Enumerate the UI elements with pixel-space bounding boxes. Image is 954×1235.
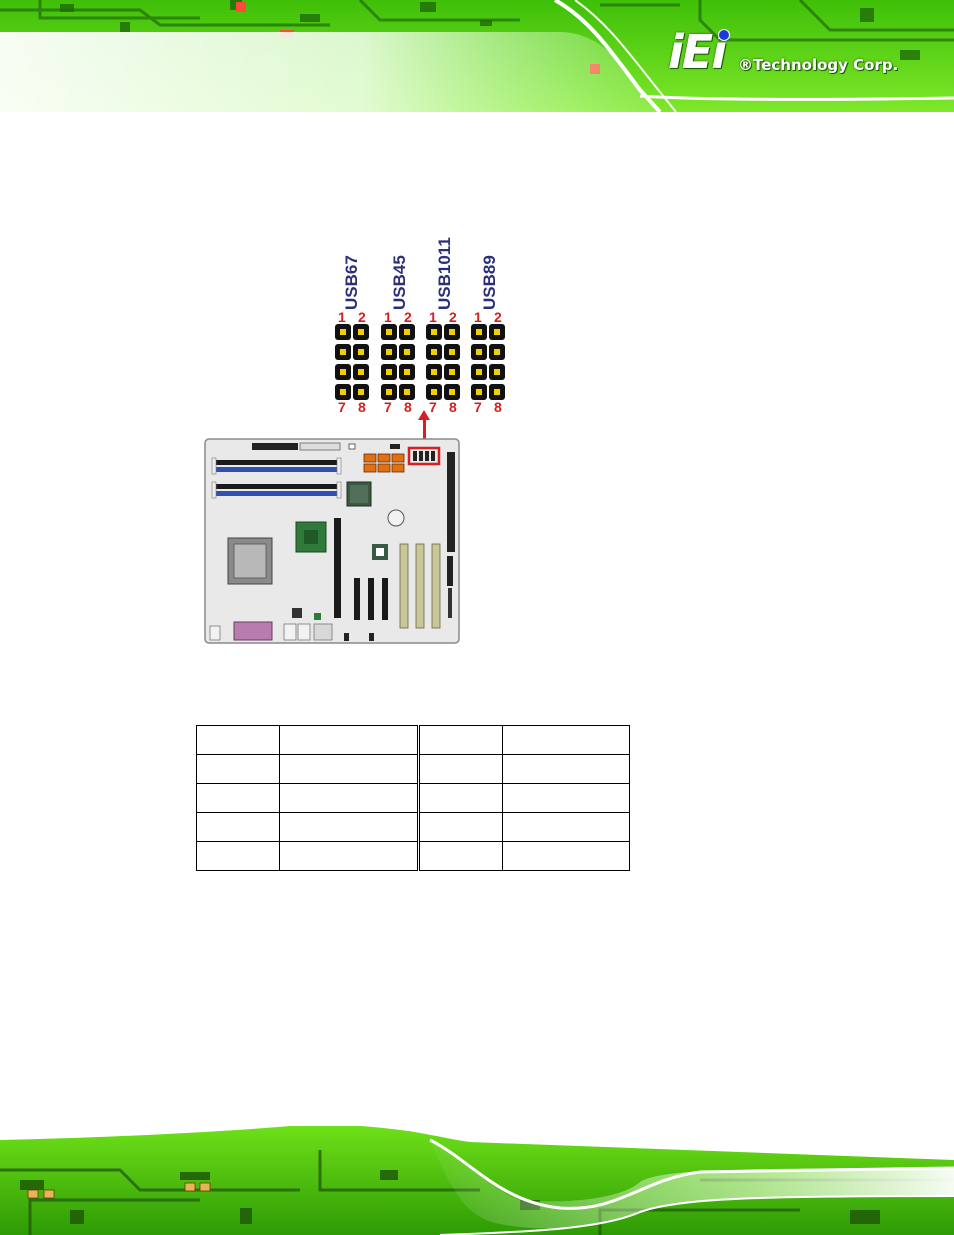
table-cell [196, 812, 280, 842]
table-cell [417, 841, 503, 871]
pin-number: 8 [358, 399, 366, 415]
header-label-usb45: USB45 [390, 255, 409, 310]
pin-number: 2 [358, 309, 366, 325]
page-header-banner: iEi ®Technology Corp. [0, 0, 954, 112]
circuit-board-banner [0, 0, 954, 112]
location-arrow-icon [418, 410, 430, 420]
location-arrow-line [423, 418, 426, 448]
header-label-usb67: USB67 [342, 255, 361, 310]
table-row [196, 841, 630, 871]
table-cell [279, 725, 419, 755]
pin-header-usb1011 [426, 324, 462, 400]
company-name: ®Technology Corp. [738, 56, 899, 74]
table-cell [196, 783, 280, 813]
table-cell [196, 725, 280, 755]
table-cell [417, 754, 503, 784]
table-row [196, 725, 630, 755]
table-cell [417, 812, 503, 842]
pin-number: 1 [474, 309, 482, 325]
pin-number: 1 [338, 309, 346, 325]
usb-connector-location-figure: USB67 USB45 USB1011 USB89 1 2 7 8 1 2 7 … [190, 220, 530, 650]
pin-number: 2 [404, 309, 412, 325]
table-cell [417, 783, 503, 813]
pinout-table [196, 725, 630, 871]
table-cell [279, 841, 419, 871]
pin-number: 7 [474, 399, 482, 415]
pin-header-usb67 [335, 324, 371, 400]
table-row [196, 783, 630, 813]
company-logo: iEi ®Technology Corp. [668, 26, 928, 82]
header-label-usb1011: USB1011 [435, 237, 454, 310]
logo-dot-icon [718, 29, 730, 41]
table-cell [502, 725, 630, 755]
header-label-usb89: USB89 [480, 255, 499, 310]
table-cell [279, 754, 419, 784]
circuit-board-banner [0, 1126, 954, 1235]
pin-number: 8 [494, 399, 502, 415]
table-cell [417, 725, 503, 755]
table-cell [502, 754, 630, 784]
pin-number: 7 [429, 399, 437, 415]
pin-number: 8 [404, 399, 412, 415]
pin-number: 7 [338, 399, 346, 415]
pin-number: 1 [429, 309, 437, 325]
pin-number: 7 [384, 399, 392, 415]
pin-number: 1 [384, 309, 392, 325]
table-cell [196, 754, 280, 784]
table-cell [502, 783, 630, 813]
table-cell [502, 841, 630, 871]
motherboard-diagram [204, 438, 460, 644]
page-footer-banner [0, 1120, 954, 1235]
pin-header-usb89 [471, 324, 507, 400]
pin-number: 2 [494, 309, 502, 325]
table-row [196, 812, 630, 842]
table-cell [279, 812, 419, 842]
logo-mark: iEi [668, 25, 727, 79]
table-cell [502, 812, 630, 842]
pin-number: 2 [449, 309, 457, 325]
table-cell [279, 783, 419, 813]
pin-number: 8 [449, 399, 457, 415]
table-row [196, 754, 630, 784]
pin-header-usb45 [381, 324, 417, 400]
table-cell [196, 841, 280, 871]
